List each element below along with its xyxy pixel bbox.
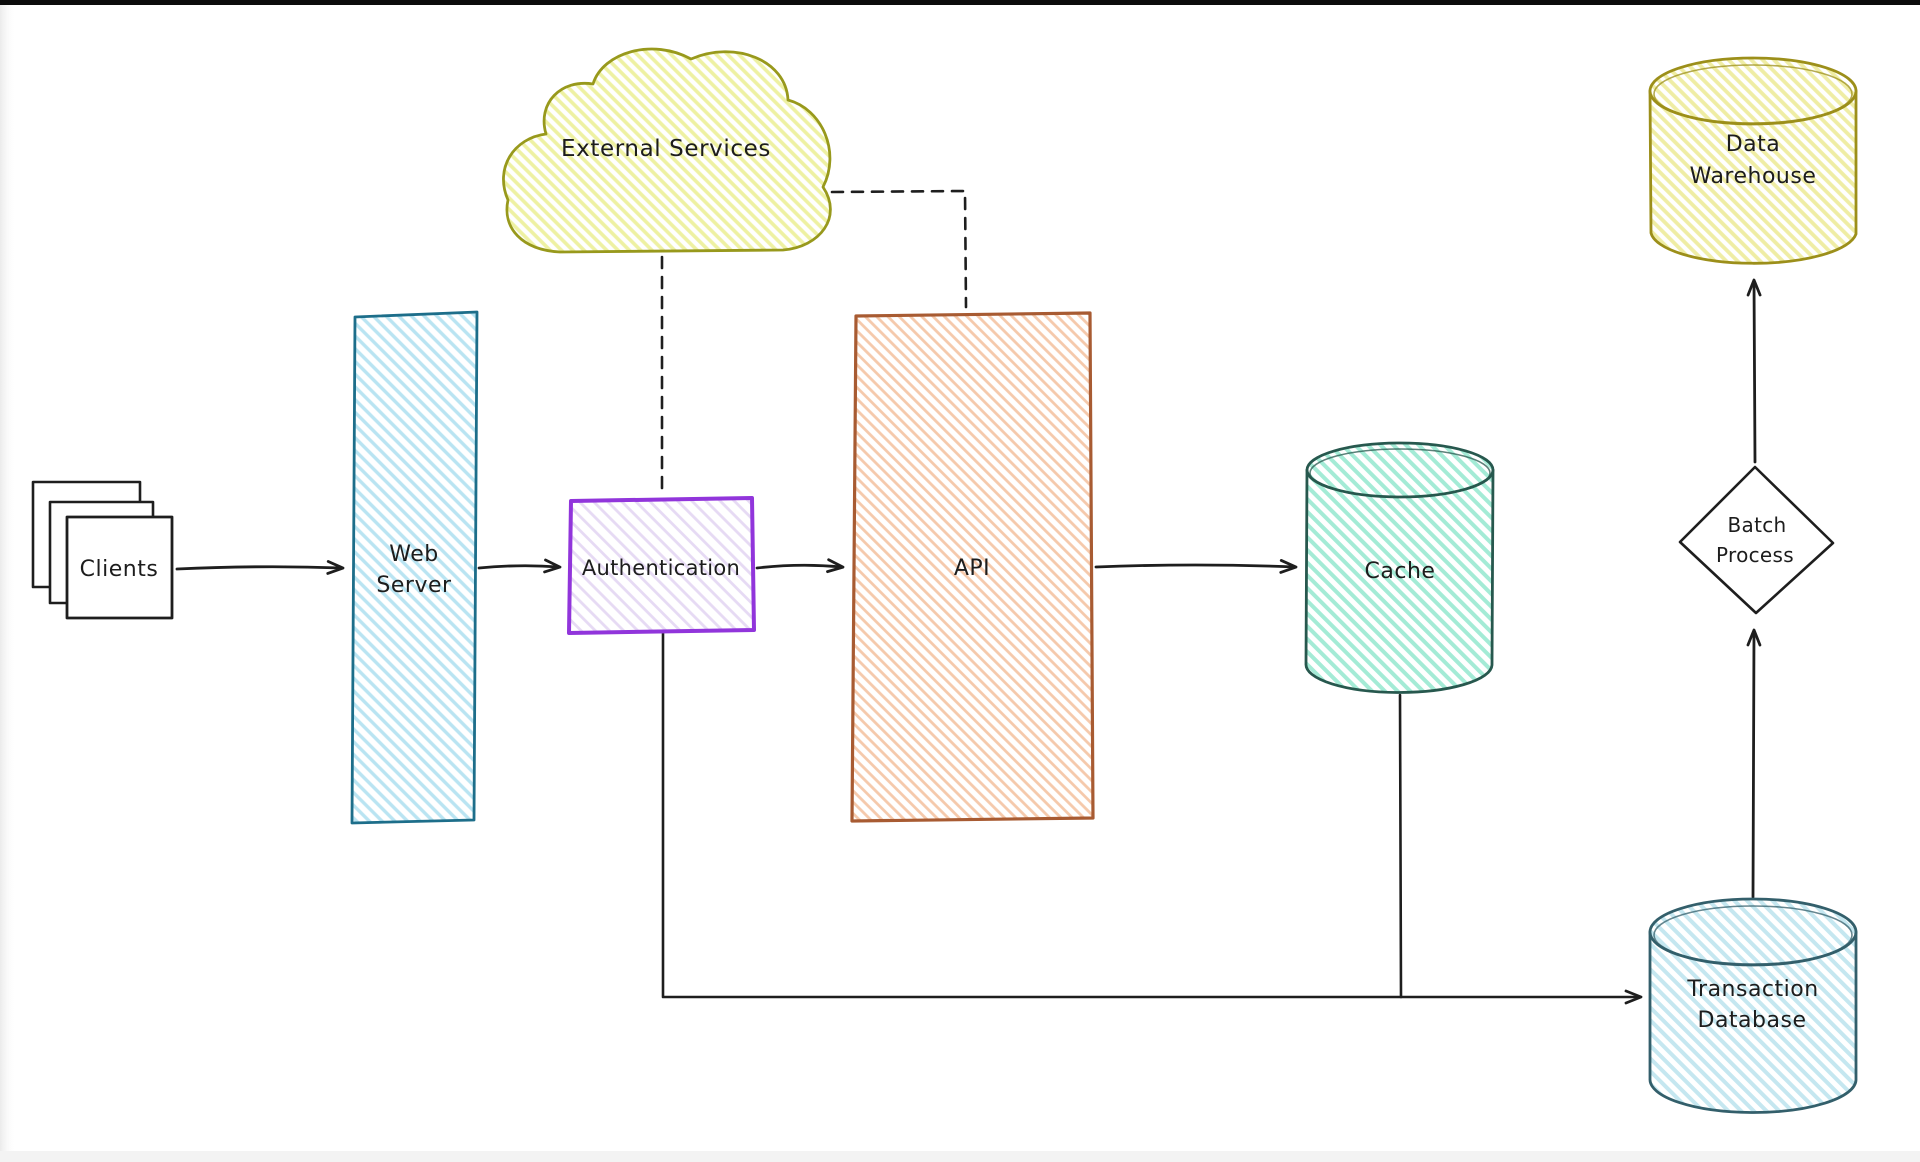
authentication-shape [567, 496, 756, 635]
node-data-warehouse[interactable]: Data Warehouse [1648, 56, 1858, 265]
edges-layer [175, 189, 1762, 1005]
canvas-left-shading [0, 5, 16, 1151]
window-bottom-strip [0, 1151, 1920, 1162]
data-warehouse-label-line1: Data [1726, 132, 1781, 157]
data-warehouse-rim-detail [1653, 64, 1853, 124]
transaction-database-label-line2: Database [1698, 1008, 1807, 1033]
node-batch-process[interactable]: Batch Process [1678, 465, 1835, 615]
edge-external-services-api [830, 189, 968, 309]
cache-label: Cache [1365, 559, 1436, 584]
external-services-label: External Services [561, 136, 771, 162]
node-external-services[interactable]: External Services [502, 47, 832, 254]
external-services-shape [502, 47, 832, 254]
batch-process-label-line2: Process [1716, 543, 1794, 567]
edge-api-cache [1094, 559, 1298, 574]
batch-process-shape [1678, 465, 1835, 615]
clients-front-square [65, 515, 174, 620]
edge-transaction-database-batch-process [1746, 628, 1762, 899]
transaction-database-top-ellipse [1648, 897, 1858, 967]
node-api[interactable]: API [850, 311, 1095, 823]
transaction-database-body [1648, 930, 1858, 1114]
web-server-label-line2: Server [376, 573, 452, 598]
edge-clients-web-server [175, 560, 345, 575]
edge-authentication-api [755, 558, 845, 574]
web-server-shape [350, 310, 479, 825]
cache-body [1304, 468, 1495, 694]
node-clients[interactable]: Clients [31, 480, 174, 620]
window-top-bar [0, 0, 1920, 5]
node-authentication[interactable]: Authentication [567, 496, 756, 635]
api-label: API [954, 556, 990, 581]
data-warehouse-top-ellipse [1648, 56, 1858, 126]
data-warehouse-body [1648, 89, 1858, 265]
edge-batch-process-data-warehouse [1746, 278, 1762, 464]
batch-process-label-line1: Batch [1728, 513, 1787, 537]
edge-web-server-authentication [477, 558, 562, 574]
edge-authentication-transaction-database [661, 631, 1643, 1005]
transaction-database-label-line1: Transaction [1686, 977, 1818, 1002]
clients-label: Clients [80, 557, 159, 582]
data-warehouse-label-line2: Warehouse [1690, 164, 1817, 189]
node-transaction-database[interactable]: Transaction Database [1648, 897, 1858, 1114]
edge-cache-transaction-database [1398, 693, 1403, 999]
transaction-database-rim-detail [1653, 905, 1853, 965]
node-web-server[interactable]: Web Server [350, 310, 479, 825]
cache-rim-detail [1309, 448, 1491, 498]
node-cache[interactable]: Cache [1304, 441, 1495, 694]
authentication-label: Authentication [582, 556, 740, 580]
web-server-label-line1: Web [389, 542, 438, 567]
api-shape [850, 311, 1095, 823]
